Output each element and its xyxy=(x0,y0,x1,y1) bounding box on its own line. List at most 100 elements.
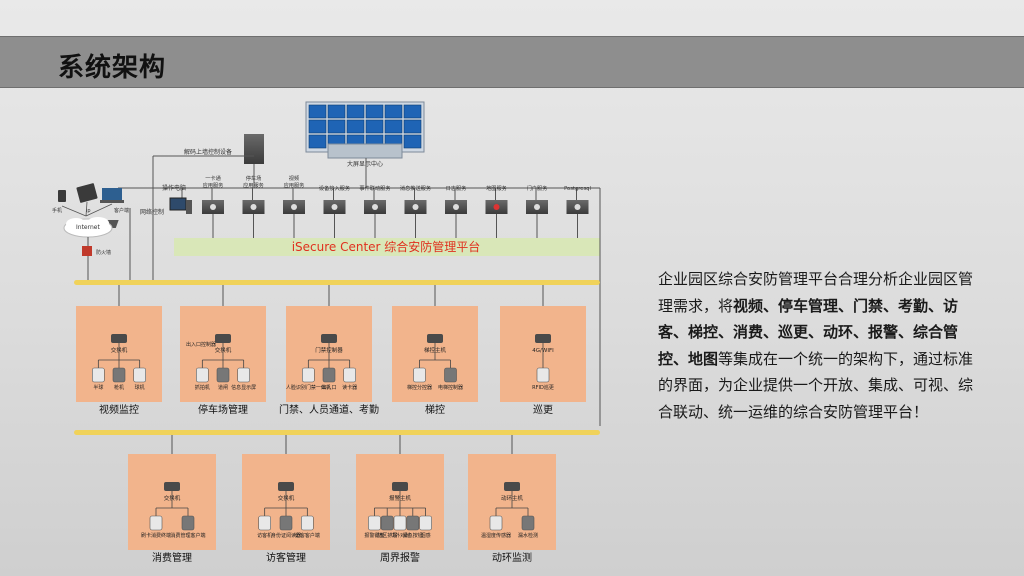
subsystem-3: 动环主机温湿度传感器漏水检测动环监测 xyxy=(468,435,556,564)
wall-screen xyxy=(403,104,422,119)
server-led-icon xyxy=(453,204,459,210)
item-label: 漏水检测 xyxy=(518,532,538,539)
subsystem-title: 访客管理 xyxy=(266,551,306,564)
item-label: 梯控分控器 xyxy=(407,384,432,391)
page-title: 系统架构 xyxy=(58,53,167,83)
item-label: 读卡器 xyxy=(342,384,357,391)
operator-pc-icon xyxy=(169,197,192,214)
wall-screen xyxy=(327,119,346,134)
subsystem-3: 梯控主机梯控分控器电梯控制器梯控 xyxy=(392,285,478,416)
terminal-device-icon xyxy=(279,515,293,531)
switch-icon xyxy=(504,482,520,491)
terminal-device-icon xyxy=(393,515,407,531)
server-6: 日志服务 xyxy=(445,184,467,238)
server-led-icon xyxy=(412,204,419,210)
wall-screen xyxy=(308,119,327,134)
terminal-device-icon xyxy=(406,515,420,531)
terminal-device-icon xyxy=(302,367,315,383)
terminal-device-icon xyxy=(92,367,105,383)
terminal-device-icon xyxy=(444,367,457,383)
server-row: 一卡通应用服务停车场应用服务视频应用服务设备接入服务事件联动服务消息推送服务日志… xyxy=(202,174,591,238)
item-label: RFID巡更 xyxy=(532,384,554,391)
switch-icon xyxy=(321,334,337,343)
top-links xyxy=(118,155,600,280)
architecture-diagram: 大屏显示中心 解码上墙控制设备 一卡通应用服务停车场应用服务视频应用服务设备接入… xyxy=(52,101,601,564)
server-5: 消息推送服务 xyxy=(400,184,431,238)
wall-screen xyxy=(403,134,422,149)
terminal-device-icon xyxy=(521,515,535,531)
item-label: 道闸 xyxy=(218,384,228,391)
item-label: 烟感 xyxy=(421,532,431,539)
server-label: 日志服务 xyxy=(446,184,467,192)
switch-icon xyxy=(111,334,127,343)
server-label: 应用服务 xyxy=(284,181,305,189)
server-label: 一卡通 xyxy=(205,174,221,182)
terminal-device-icon xyxy=(413,367,426,383)
internet-label: Internet xyxy=(76,224,100,231)
switch-icon xyxy=(278,482,294,491)
server-label: 视频 xyxy=(289,174,300,182)
wall-screen xyxy=(346,104,365,119)
item-label: 防区扩展 xyxy=(377,532,397,539)
bus-line-top xyxy=(74,280,600,285)
switch-icon xyxy=(427,334,443,343)
item-label: 电梯控制器 xyxy=(438,384,463,391)
subsystem-4: 4G/WIFIRFID巡更巡更 xyxy=(500,285,586,416)
terminal-device-icon xyxy=(133,367,146,383)
server-4: 事件联动服务 xyxy=(359,184,391,238)
subsystem-row-2: 交换机刷卡消费终端消费管理客户端消费管理交换机访客机身份证阅读器访客客户端访客管… xyxy=(128,435,556,564)
wall-screen xyxy=(384,119,403,134)
client-label-0: 手机 xyxy=(52,207,62,214)
terminal-device-icon xyxy=(368,515,381,531)
subsystem-title: 动环监测 xyxy=(492,551,532,564)
switch-icon xyxy=(535,334,551,343)
item-label: 紧急按钮 xyxy=(403,532,423,539)
platform-label: iSecure Center 综合安防管理平台 xyxy=(292,239,481,254)
server-9: Postgresql xyxy=(564,186,591,238)
item-label: 红外对射 xyxy=(390,532,410,539)
subsystem-title: 视频监控 xyxy=(99,403,139,416)
server-label: 停车场 xyxy=(246,174,262,182)
terminal-device-icon xyxy=(181,515,195,531)
decoder-label: 解码上墙控制设备 xyxy=(184,148,232,156)
subsystem-0: 交换机刷卡消费终端消费管理客户端消费管理 xyxy=(128,435,216,564)
item-label: 刷卡消费终端 xyxy=(141,532,171,539)
switch-icon xyxy=(392,482,408,491)
client-label-1: ip xyxy=(86,208,91,214)
switch-icon xyxy=(164,482,180,491)
item-label: 报警键盘 xyxy=(364,532,384,539)
server-label: Postgresql xyxy=(564,186,591,192)
subsystem-1: 交换机访客机身份证阅读器访客客户端访客管理 xyxy=(242,435,330,564)
decoder-icon xyxy=(244,134,264,164)
item-label: 人脸识别门禁一体机 xyxy=(286,384,331,391)
item-label: 消费管理客户端 xyxy=(170,532,205,539)
server-led-icon xyxy=(210,204,216,210)
bus-line-middle xyxy=(74,430,600,435)
server-led-icon xyxy=(372,204,378,210)
terminal-device-icon xyxy=(489,515,503,531)
server-led-icon xyxy=(534,204,540,210)
subsystem-title: 周界报警 xyxy=(380,551,420,564)
operator-label: 操作电脑 xyxy=(162,184,186,192)
item-label: 球机 xyxy=(135,384,145,391)
description-text: 企业园区综合安防管理平台合理分析企业园区管理需求，将视频、停车管理、门禁、考勤、… xyxy=(658,266,976,425)
terminal-device-icon xyxy=(149,515,163,531)
subsystem-title: 巡更 xyxy=(533,404,553,416)
server-3: 设备接入服务 xyxy=(319,184,350,238)
title-bar: 系统架构 xyxy=(0,36,1024,88)
server-label: 消息推送服务 xyxy=(400,184,431,192)
subsystem-0: 交换机半球枪机球机视频监控 xyxy=(76,285,162,416)
server-8: 门户服务 xyxy=(526,184,548,238)
wall-label: 大屏显示中心 xyxy=(347,160,383,168)
server-led-icon xyxy=(331,204,338,210)
item-label: 枪机 xyxy=(114,384,124,391)
server-label: 事件联动服务 xyxy=(359,184,390,192)
server-led-icon xyxy=(291,204,297,210)
item-label: 身份证阅读器 xyxy=(271,532,301,539)
terminal-device-icon xyxy=(216,367,230,383)
subsystem-row-1: 交换机半球枪机球机视频监控交换机抓拍机道闸信息显示屏出入口控制器停车场管理门禁控… xyxy=(76,285,586,416)
subsystem-title: 停车场管理 xyxy=(198,403,248,416)
